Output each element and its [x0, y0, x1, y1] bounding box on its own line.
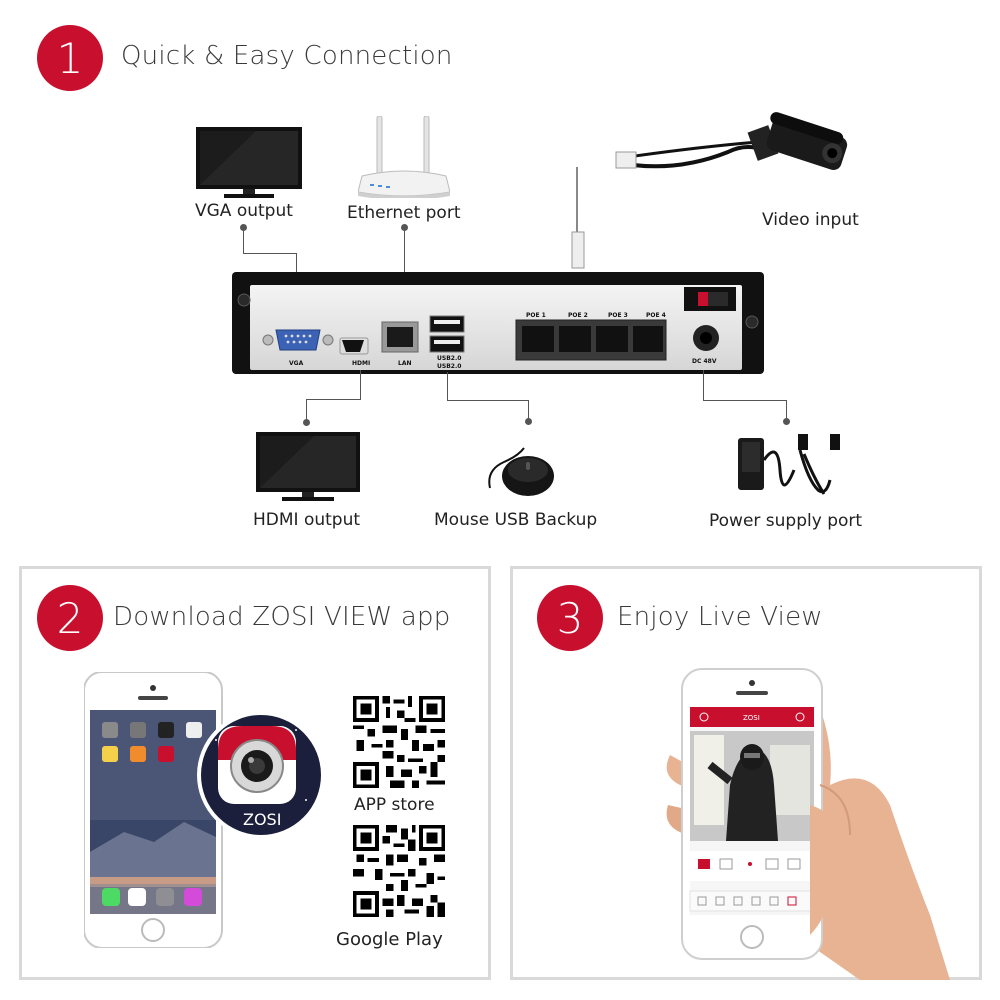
- power-supply-port-label: Power supply port: [709, 511, 863, 531]
- nvr-ports: [237, 287, 759, 361]
- section-2-title: Download ZOSI VIEW app: [113, 602, 451, 632]
- section-3-title: Enjoy Live View: [617, 602, 823, 632]
- google-play-label: Google Play: [336, 929, 443, 950]
- google-play-qr-code: [353, 825, 445, 917]
- monitor-icon: [256, 432, 360, 501]
- dc-port-label: DC 48V: [692, 358, 717, 365]
- mouse-usb-backup-label: Mouse USB Backup: [434, 510, 598, 530]
- connector-line: [703, 400, 786, 401]
- hdmi-port-label: HDMI: [352, 360, 371, 367]
- app-store-qr-code: [353, 696, 445, 788]
- connector-line: [703, 370, 704, 400]
- hand-holding-phone: [666, 668, 950, 980]
- poe-4-label: POE 4: [646, 312, 666, 319]
- hdmi-output-label: HDMI output: [253, 510, 361, 530]
- poe-2-label: POE 2: [568, 312, 588, 319]
- connector-dot: [525, 418, 532, 425]
- monitor-icon: [196, 127, 302, 198]
- usb-port-label: USB2.0: [437, 355, 462, 362]
- step-3-badge: 3: [537, 585, 603, 651]
- poe-1-label: POE 1: [526, 312, 546, 319]
- section-1-title: Quick & Easy Connection: [121, 41, 453, 71]
- live-view-app-header: ZOSI: [743, 714, 760, 722]
- poe-3-label: POE 3: [608, 312, 628, 319]
- connector-line: [360, 370, 361, 399]
- usb-port-label: USB2.0: [437, 363, 462, 370]
- router-icon: [358, 116, 450, 198]
- vga-output-label: VGA output: [195, 201, 293, 221]
- connector-line: [243, 227, 244, 253]
- mouse-icon: [488, 447, 554, 496]
- video-input-label: Video input: [762, 210, 859, 230]
- camera-icon: [571, 112, 848, 269]
- step-2-badge: 2: [37, 585, 103, 651]
- connector-line: [528, 400, 529, 420]
- app-name-label: ZOSI: [243, 810, 282, 829]
- vga-port-label: VGA: [289, 360, 304, 367]
- step-1-badge: 1: [37, 25, 103, 91]
- connector-line: [447, 372, 448, 400]
- connector-line: [306, 399, 307, 421]
- connector-dot: [783, 418, 790, 425]
- connector-line: [306, 399, 361, 400]
- power-adapter-icon: [738, 434, 840, 495]
- connector-dot: [303, 419, 310, 426]
- connector-line: [243, 253, 297, 254]
- zosi-app-icon: [197, 711, 325, 839]
- connector-line: [447, 400, 528, 401]
- app-store-label: APP store: [354, 795, 435, 815]
- connector-line: [786, 400, 787, 420]
- phone-icon: [84, 672, 223, 948]
- lan-port-label: LAN: [398, 360, 412, 367]
- ethernet-port-label: Ethernet port: [347, 203, 461, 223]
